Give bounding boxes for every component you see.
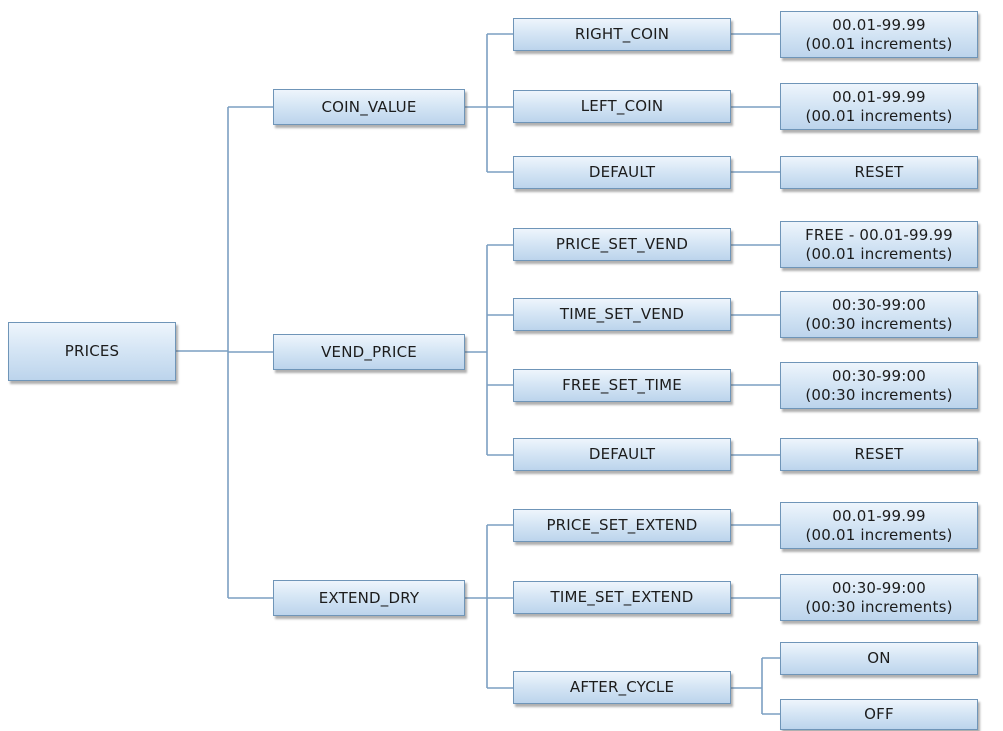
value-line: ON [867, 649, 891, 667]
value-line: RESET [854, 445, 904, 463]
value-line: (00:30 increments) [805, 597, 953, 616]
option-price-set-extend: PRICE_SET_EXTEND [513, 509, 731, 542]
value-line: (00:30 increments) [805, 314, 953, 333]
option-label: FREE_SET_TIME [562, 376, 682, 394]
option-right-coin: RIGHT_COIN [513, 18, 731, 51]
value-line: 00.01-99.99 [832, 506, 926, 525]
option-vend-default: DEFAULT [513, 438, 731, 471]
value-price-set-extend: 00.01-99.99 (00.01 increments) [780, 502, 978, 549]
value-time-set-vend: 00:30-99:00 (00:30 increments) [780, 291, 978, 338]
option-label: RIGHT_COIN [574, 25, 670, 43]
branch-vend-price: VEND_PRICE [273, 334, 465, 370]
value-right-coin: 00.01-99.99 (00.01 increments) [780, 11, 978, 58]
option-coin-default: DEFAULT [513, 156, 731, 189]
option-after-cycle: AFTER_CYCLE [513, 671, 731, 704]
value-time-set-extend: 00:30-99:00 (00:30 increments) [780, 574, 978, 621]
value-line: 00.01-99.99 [832, 15, 926, 34]
value-price-set-vend: FREE - 00.01-99.99 (00.01 increments) [780, 221, 978, 268]
option-time-set-extend: TIME_SET_EXTEND [513, 581, 731, 614]
option-free-set-time: FREE_SET_TIME [513, 369, 731, 402]
value-line: (00:30 increments) [805, 385, 953, 404]
value-line: (00.01 increments) [805, 34, 953, 53]
branch-extend-dry: EXTEND_DRY [273, 580, 465, 616]
value-line: FREE - 00.01-99.99 [805, 225, 953, 244]
value-line: (00.01 increments) [805, 525, 953, 544]
value-line: RESET [854, 163, 904, 181]
value-line: 00:30-99:00 [831, 295, 927, 314]
branch-coin-value: COIN_VALUE [273, 89, 465, 125]
value-line: (00.01 increments) [805, 106, 953, 125]
value-coin-reset: RESET [780, 156, 978, 189]
branch-label: COIN_VALUE [321, 97, 417, 116]
root-node: PRICES [8, 322, 176, 381]
option-label: AFTER_CYCLE [569, 678, 675, 696]
option-label: TIME_SET_EXTEND [550, 588, 694, 606]
option-label: DEFAULT [588, 163, 656, 181]
value-vend-reset: RESET [780, 438, 978, 471]
value-free-set-time: 00:30-99:00 (00:30 increments) [780, 362, 978, 409]
value-line: 00:30-99:00 [831, 366, 927, 385]
branch-label: EXTEND_DRY [318, 588, 420, 607]
value-line: OFF [864, 705, 894, 723]
option-label: PRICE_SET_EXTEND [546, 516, 698, 534]
option-label: TIME_SET_VEND [559, 305, 685, 323]
value-line: 00:30-99:00 [831, 578, 927, 597]
root-label: PRICES [64, 342, 120, 360]
value-left-coin: 00.01-99.99 (00.01 increments) [780, 83, 978, 130]
value-after-cycle-off: OFF [780, 699, 978, 730]
value-line: (00.01 increments) [805, 244, 953, 263]
branch-label: VEND_PRICE [321, 342, 417, 361]
option-left-coin: LEFT_COIN [513, 90, 731, 123]
option-label: PRICE_SET_VEND [555, 235, 689, 253]
value-line: 00.01-99.99 [832, 87, 926, 106]
option-price-set-vend: PRICE_SET_VEND [513, 228, 731, 261]
value-after-cycle-on: ON [780, 642, 978, 675]
option-label: DEFAULT [588, 445, 656, 463]
option-label: LEFT_COIN [580, 97, 664, 115]
option-time-set-vend: TIME_SET_VEND [513, 298, 731, 331]
